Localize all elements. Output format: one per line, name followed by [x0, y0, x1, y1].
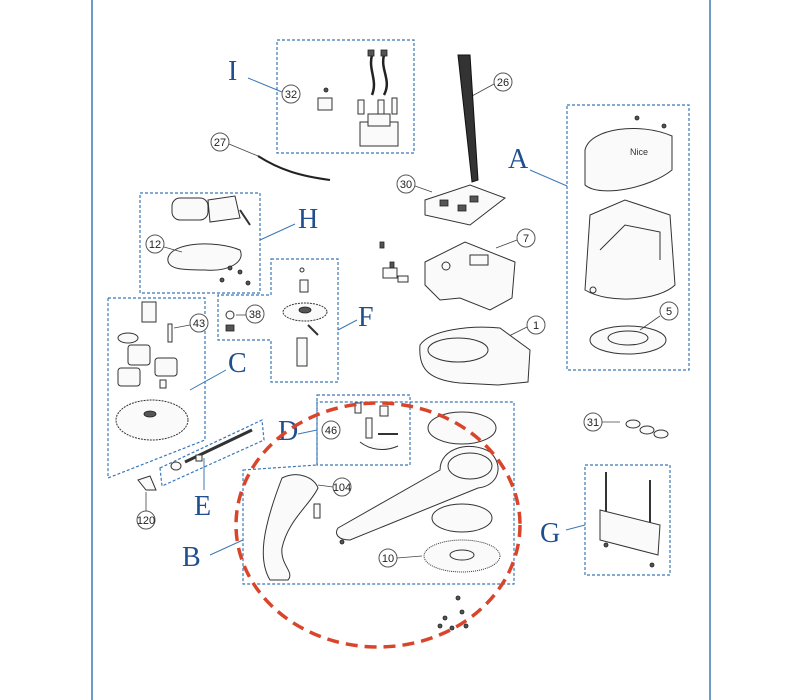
- group-g: G: [540, 464, 671, 576]
- part-26-rod: 26: [457, 54, 513, 183]
- group-h: H 12: [139, 192, 318, 294]
- group-letter-e: E: [194, 491, 211, 522]
- part-label-104: 104: [333, 482, 351, 494]
- part-label-27: 27: [214, 137, 226, 149]
- group-b: B 104 10: [182, 401, 515, 585]
- part-label-1: 1: [533, 320, 539, 332]
- part-label-7: 7: [523, 233, 529, 245]
- group-c: C 43: [107, 297, 247, 479]
- group-letter-i: I: [228, 56, 237, 87]
- part-label-31: 31: [587, 417, 599, 429]
- lower-housing: [584, 199, 676, 300]
- part-1-base: 1: [419, 315, 546, 386]
- highlight-circle: [234, 401, 522, 649]
- part-label-120: 120: [137, 515, 155, 527]
- group-f: F 38: [217, 258, 374, 383]
- part-label-30: 30: [400, 179, 412, 191]
- top-cover: [584, 127, 673, 192]
- group-letter-b: B: [182, 542, 201, 573]
- part-label-10: 10: [382, 553, 394, 565]
- part-label-43: 43: [193, 318, 205, 330]
- part-label-12: 12: [149, 239, 161, 251]
- part-104-arm: [262, 474, 319, 581]
- cover-brand-text: Nice: [630, 147, 648, 157]
- group-letter-d: D: [278, 416, 298, 447]
- group-letter-g: G: [540, 518, 560, 549]
- group-i: I 32: [228, 39, 415, 154]
- group-e: E 120: [136, 419, 265, 530]
- part-27-cable: 27: [210, 132, 331, 181]
- group-d: D 46: [278, 394, 411, 466]
- part-label-32: 32: [285, 89, 297, 101]
- part-label-46: 46: [325, 425, 337, 437]
- group-letter-f: F: [358, 302, 374, 333]
- part-30-control-board: 30: [396, 174, 507, 226]
- group-a: A Nice 5: [508, 104, 690, 371]
- part-7-chassis: 7: [379, 228, 536, 311]
- motor: [171, 197, 209, 221]
- group-letter-c: C: [228, 348, 247, 379]
- part-12-gasket: [167, 243, 242, 271]
- loose-screws: [437, 595, 469, 631]
- part-label-38: 38: [249, 309, 261, 321]
- micro-switch: [317, 97, 333, 111]
- part-label-26: 26: [497, 77, 509, 89]
- group-letter-a: A: [508, 144, 529, 175]
- part-label-5: 5: [666, 306, 672, 318]
- group-letter-h: H: [298, 204, 318, 235]
- part-31-spacers: 31: [583, 412, 669, 439]
